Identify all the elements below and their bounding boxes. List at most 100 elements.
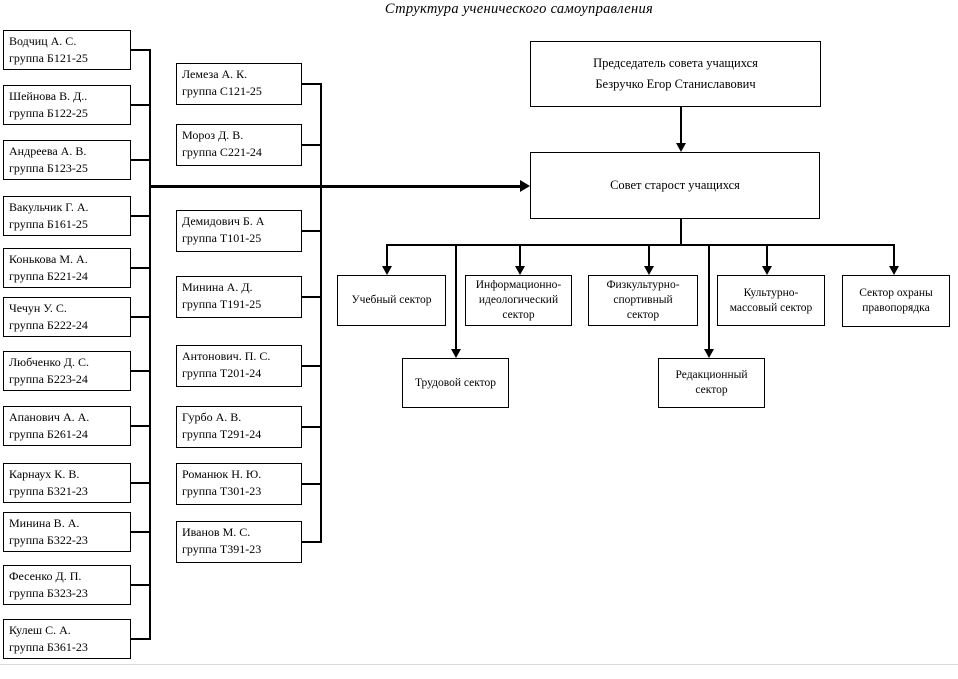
chairman-title: Председатель совета учащихся [593,56,758,70]
arrowhead-down-icon [644,266,654,275]
arrowhead-down-icon [515,266,525,275]
connector-line [519,244,521,268]
person-name: Демидович Б. А [182,214,265,228]
connector-stub [131,49,151,51]
person-group: группа Т191-25 [182,297,262,311]
person-box: Чечун У. С. группа Б222-24 [3,297,131,337]
sector-box-trudovoy: Трудовой сектор [402,358,509,408]
arrowhead-down-icon [382,266,392,275]
connector-line [680,107,682,145]
connector-line [766,244,768,268]
person-box: Лемеза А. К. группа С121-25 [176,63,302,105]
person-box: Демидович Б. А группа Т101-25 [176,210,302,252]
connector-stub [302,365,321,367]
page-title: Структура ученического самоуправления [384,1,654,17]
connector-line [708,244,710,351]
person-group: группа Б323-23 [9,586,88,600]
person-box: Мороз Д. В. группа С221-24 [176,124,302,166]
connector-stub [131,584,151,586]
person-group: группа Т391-23 [182,542,262,556]
person-box: Андреева А. В. группа Б123-25 [3,140,131,180]
person-group: группа Б161-25 [9,217,88,231]
connector-line [455,244,457,351]
person-box: Конькова М. А. группа Б221-24 [3,248,131,288]
sector-box-kultura: Культурно- массовый сектор [717,275,825,326]
person-group: группа Б222-24 [9,318,88,332]
person-group: группа Б223-24 [9,372,88,386]
person-name: Андреева А. В. [9,144,87,158]
person-name: Антонович. П. С. [182,349,271,363]
person-name: Любченко Д. С. [9,355,89,369]
person-group: группа Б121-25 [9,51,88,65]
person-box: Любченко Д. С. группа Б223-24 [3,351,131,391]
arrowhead-down-icon [889,266,899,275]
sector-box-redaktsiya: Редакционный сектор [658,358,765,408]
sector-box-uchebny: Учебный сектор [337,275,446,326]
sector-box-ohrana: Сектор охраны правопорядка [842,275,950,327]
trunk-line-middle [320,83,322,543]
person-group: группа Б261-24 [9,427,88,441]
person-name: Лемеза А. К. [182,67,248,81]
distribution-line [386,244,895,246]
sector-label: Редакционный сектор [675,369,748,396]
person-group: группа Б321-23 [9,484,88,498]
person-name: Романюк Н. Ю. [182,467,262,481]
connector-stub [131,267,151,269]
connector-stub [131,482,151,484]
person-name: Водчиц А. С. [9,34,77,48]
person-group: группа Т301-23 [182,484,262,498]
person-group: группа С121-25 [182,84,262,98]
connector-stub [302,541,321,543]
person-box: Минина В. А. группа Б322-23 [3,512,131,552]
connector-line [386,244,388,268]
person-group: группа Б221-24 [9,269,88,283]
chairman-box: Председатель совета учащихся Безручко Ег… [530,41,821,107]
person-box: Кулеш С. А. группа Б361-23 [3,619,131,659]
person-name: Кулеш С. А. [9,623,71,637]
person-group: группа Т101-25 [182,231,262,245]
connector-stub [302,230,321,232]
person-name: Конькова М. А. [9,252,88,266]
chairman-name: Безручко Егор Станиславович [595,77,756,91]
page-divider [0,664,958,665]
trunk-line-left [149,49,151,640]
person-box: Водчиц А. С. группа Б121-25 [3,30,131,70]
person-name: Иванов М. С. [182,525,251,539]
connector-stub [131,425,151,427]
person-name: Апанович А. А. [9,410,90,424]
person-box: Апанович А. А. группа Б261-24 [3,406,131,446]
connector-stub [302,144,321,146]
arrowhead-right-icon [520,180,530,192]
sector-label: Физкультурно- спортивный сектор [606,279,680,321]
person-box: Гурбо А. В. группа Т291-24 [176,406,302,448]
connector-stub [302,483,321,485]
sector-label: Сектор охраны правопорядка [859,287,933,314]
person-box: Минина А. Д. группа Т191-25 [176,276,302,318]
person-group: группа С221-24 [182,145,262,159]
connector-stub [131,531,151,533]
person-group: группа Б123-25 [9,161,88,175]
person-name: Фесенко Д. П. [9,569,82,583]
person-group: группа Б322-23 [9,533,88,547]
arrowhead-down-icon [451,349,461,358]
main-feed-line [150,185,520,188]
person-group: группа Б122-25 [9,106,88,120]
person-name: Минина В. А. [9,516,80,530]
person-box: Шейнова В. Д.. группа Б122-25 [3,85,131,125]
person-group: группа Т291-24 [182,427,262,441]
connector-stub [131,104,151,106]
connector-line [680,219,682,245]
sector-label: Информационно- идеологический сектор [475,279,562,321]
person-name: Шейнова В. Д.. [9,89,88,103]
person-box: Романюк Н. Ю. группа Т301-23 [176,463,302,505]
sector-label: Учебный сектор [351,294,432,306]
person-name: Гурбо А. В. [182,410,242,424]
person-group: группа Б361-23 [9,640,88,654]
connector-stub [131,215,151,217]
connector-stub [302,296,321,298]
person-name: Мороз Д. В. [182,128,244,142]
council-box: Совет старост учащихся [530,152,820,219]
sector-label: Трудовой сектор [414,376,497,389]
person-name: Минина А. Д. [182,280,253,294]
